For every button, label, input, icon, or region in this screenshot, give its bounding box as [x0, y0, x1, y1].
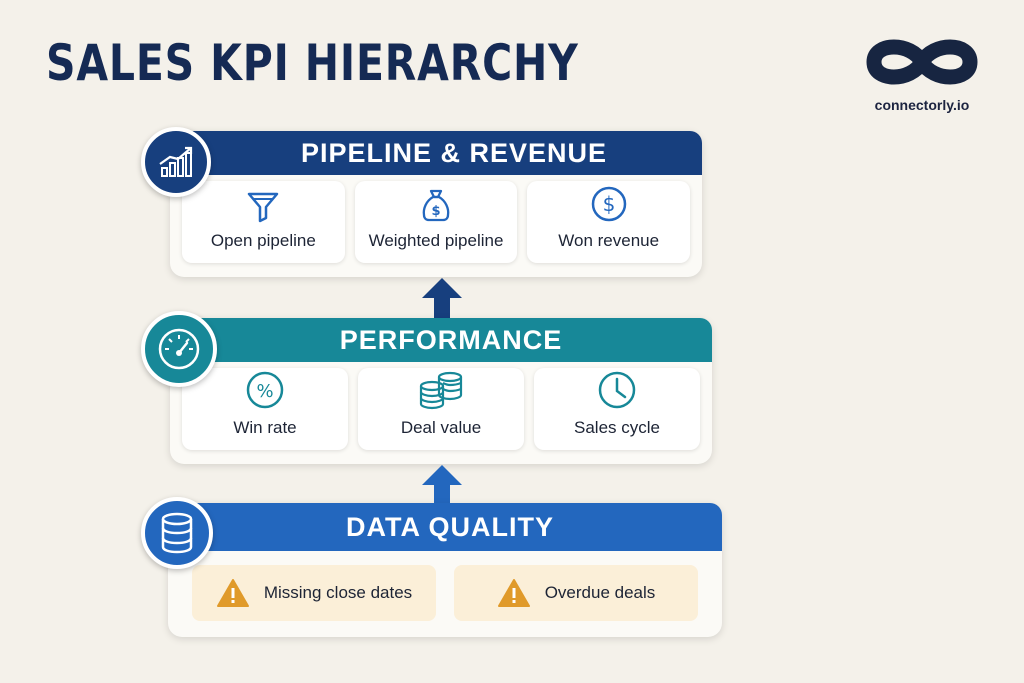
tier-pipeline-revenue-badge: [141, 127, 211, 197]
tier-title: DATA QUALITY: [346, 511, 554, 542]
funnel-icon: [248, 192, 279, 223]
issue-card-overdue-deals: Overdue deals: [454, 565, 698, 621]
up-arrow-icon: [422, 278, 462, 322]
issue-card-missing-close-dates: Missing close dates: [192, 565, 436, 621]
page-title: SALES KPI HIERARCHY: [46, 34, 579, 92]
svg-text:$: $: [602, 192, 615, 216]
metric-label: Open pipeline: [210, 231, 316, 250]
brand-logo: connectorly.io: [862, 36, 982, 113]
metric-label: Weighted pipeline: [368, 231, 504, 250]
warning-icon: [216, 579, 249, 607]
metric-card-sales-cycle: Sales cycle: [534, 368, 700, 450]
warning-icon: [497, 579, 530, 607]
metric-card-win-rate: % Win rate: [182, 368, 348, 450]
tier-performance: PERFORMANCE % Win rate: [170, 318, 712, 464]
metric-card-deal-value: Deal value: [358, 368, 524, 450]
database-icon: [161, 512, 193, 554]
metric-label: Win rate: [233, 418, 297, 437]
infinity-icon: [866, 39, 978, 85]
percent-icon: %: [246, 371, 284, 409]
metric-label: Won revenue: [558, 231, 660, 250]
tier-performance-header: PERFORMANCE: [170, 318, 712, 362]
tier-pipeline-revenue-header: PIPELINE & REVENUE: [170, 131, 702, 175]
dollar-circle-icon: $: [591, 186, 626, 222]
money-bag-icon: $: [422, 189, 450, 222]
metric-label: Deal value: [400, 418, 482, 437]
gauge-icon: [158, 328, 200, 370]
metric-card-won-revenue: $ Won revenue: [527, 181, 691, 263]
tier-performance-badge: [141, 311, 217, 387]
clock-icon: [598, 371, 636, 409]
svg-text:$: $: [431, 204, 440, 219]
issue-label: Missing close dates: [263, 583, 413, 602]
svg-text:%: %: [256, 381, 273, 402]
tier-title: PIPELINE & REVENUE: [300, 137, 608, 168]
tier-data-quality-header: DATA QUALITY: [168, 503, 722, 551]
metric-label: Sales cycle: [574, 418, 660, 437]
up-arrow-icon: [422, 465, 462, 509]
growth-chart-icon: [159, 146, 193, 177]
tier-pipeline-revenue: PIPELINE & REVENUE Open pipeline $ Weigh…: [170, 131, 702, 277]
tier-data-quality: DATA QUALITY Missing close dates Overdue…: [168, 503, 722, 637]
issue-label: Overdue deals: [544, 583, 656, 602]
metric-card-weighted-pipeline: $ Weighted pipeline: [354, 181, 518, 263]
logo-text: connectorly.io: [874, 97, 970, 113]
tier-title: PERFORMANCE: [339, 324, 563, 355]
coins-icon: [419, 371, 463, 410]
tier-data-quality-badge: [141, 497, 213, 569]
metric-card-open-pipeline: Open pipeline: [182, 181, 345, 263]
